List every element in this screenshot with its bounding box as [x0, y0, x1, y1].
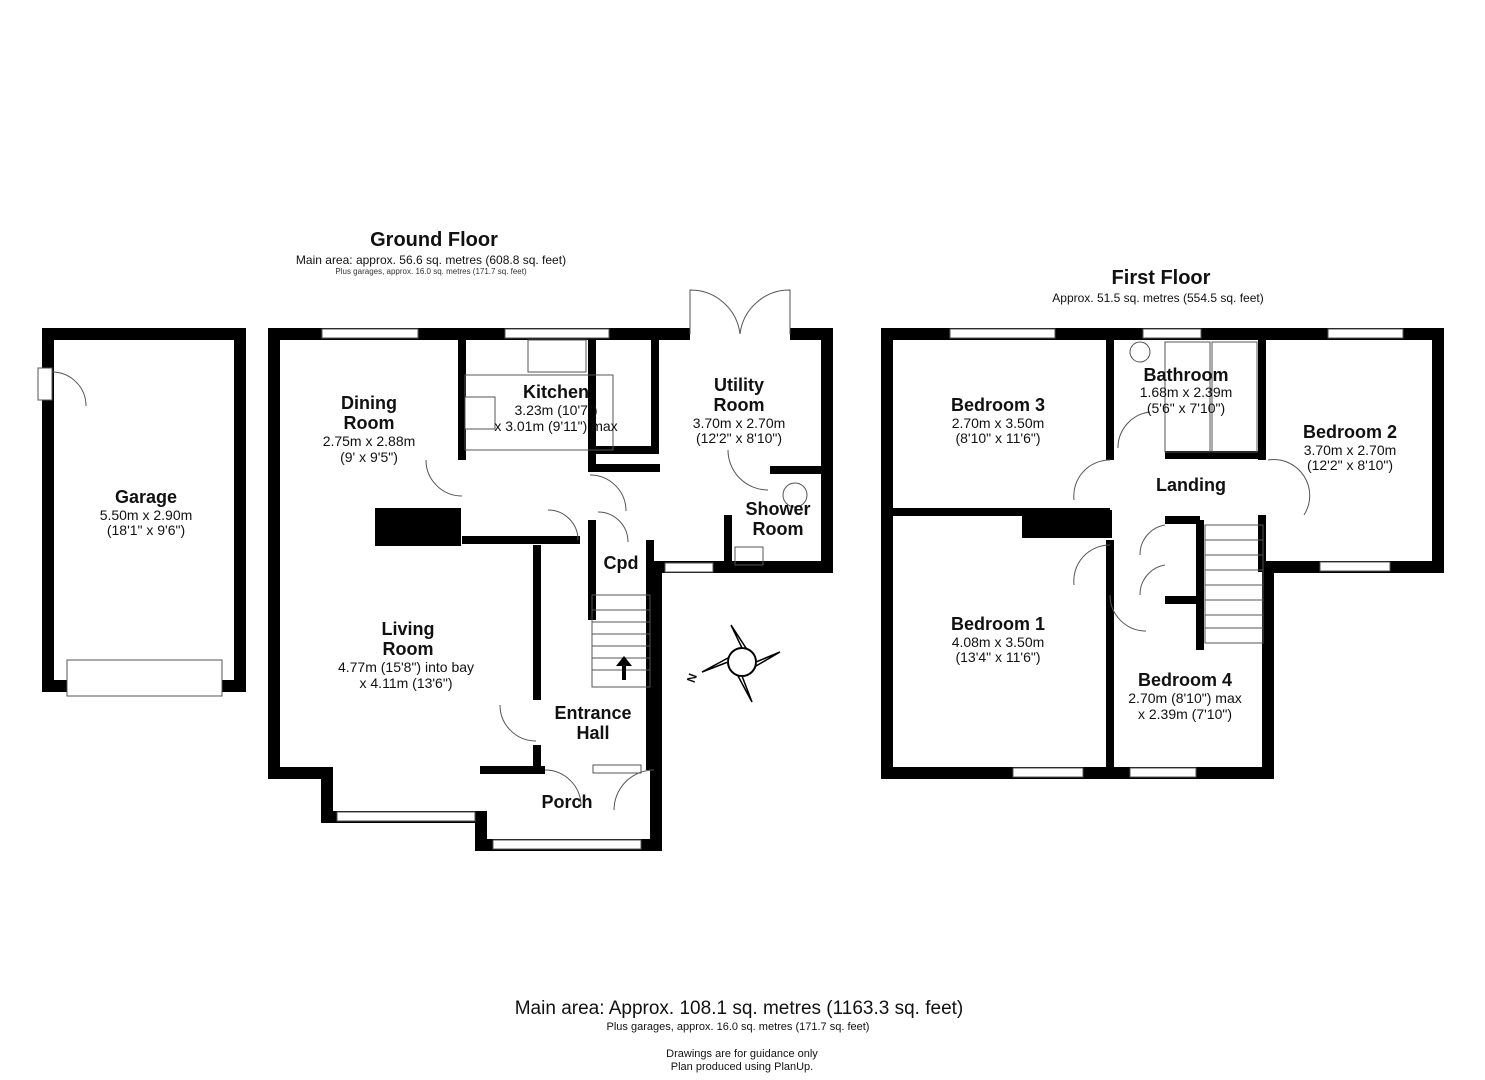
ground-floor-area: Main area: approx. 56.6 sq. metres (608.…: [296, 253, 566, 267]
room-label: Bedroom 4: [1138, 670, 1232, 690]
room-label: 4.77m (15'8") into bay: [338, 659, 474, 675]
ground-floor-plan: [268, 289, 833, 851]
room-bedroom-1: Bedroom 1 4.08m x 3.50m (13'4" x 11'6"): [951, 614, 1045, 665]
room-bedroom-3: Bedroom 3 2.70m x 3.50m (8'10" x 11'6"): [951, 395, 1045, 446]
room-garage: Garage 5.50m x 2.90m (18'1" x 9'6"): [100, 487, 193, 538]
room-label: 1.68m x 2.39m: [1140, 384, 1233, 400]
room-dim: (18'1" x 9'6"): [107, 522, 185, 538]
room-label: 3.70m x 2.70m: [693, 415, 786, 431]
room-bathroom: Bathroom 1.68m x 2.39m (5'6" x 7'10"): [1140, 365, 1233, 416]
room-label: Room: [344, 413, 395, 433]
room-label: Room: [383, 639, 434, 659]
ground-floor-garages: Plus garages, approx. 16.0 sq. metres (1…: [335, 267, 527, 276]
first-floor-area: Approx. 51.5 sq. metres (554.5 sq. feet): [1052, 291, 1263, 305]
room-label: (9' x 9'5"): [340, 449, 398, 465]
room-label: (12'2" x 8'10"): [1307, 457, 1393, 473]
room-label: x 4.11m (13'6"): [360, 675, 453, 691]
room-label: 3.23m (10'7"): [514, 402, 597, 418]
room-landing: Landing: [1156, 475, 1226, 495]
room-label: Entrance: [554, 703, 631, 723]
total-garages: Plus garages, approx. 16.0 sq. metres (1…: [607, 1021, 870, 1033]
room-label: Utility: [714, 375, 764, 395]
room-label: Dining: [341, 393, 397, 413]
producer-note: Plan produced using PlanUp.: [671, 1061, 813, 1073]
compass-icon: N: [684, 624, 781, 703]
room-label: Landing: [1156, 475, 1226, 495]
first-floor-plan: [881, 328, 1444, 779]
room-shower: Shower Room: [745, 499, 810, 539]
room-label: Porch: [541, 792, 592, 812]
room-label: 2.75m x 2.88m: [323, 433, 416, 449]
room-label: Room: [714, 395, 765, 415]
room-label: Bathroom: [1144, 365, 1229, 385]
ground-floor-title: Ground Floor: [370, 229, 498, 251]
room-label: Living: [382, 619, 435, 639]
room-label: (8'10" x 11'6"): [955, 430, 1040, 446]
room-label: 2.70m (8'10") max: [1128, 690, 1241, 706]
total-area: Main area: Approx. 108.1 sq. metres (116…: [515, 998, 964, 1019]
garage-door: [66, 659, 223, 697]
room-label: (13'4" x 11'6"): [955, 649, 1040, 665]
room-living: Living Room 4.77m (15'8") into bay x 4.1…: [338, 619, 474, 691]
room-label: 3.70m x 2.70m: [1304, 442, 1397, 458]
room-label: Room: [753, 519, 804, 539]
room-dim: 5.50m x 2.90m: [100, 507, 193, 523]
room-label: Hall: [576, 723, 609, 743]
room-label: 4.08m x 3.50m: [952, 634, 1045, 650]
room-label: x 3.01m (9'11") max: [494, 418, 617, 434]
room-name: Garage: [115, 487, 177, 507]
room-label: (12'2" x 8'10"): [696, 430, 782, 446]
room-label: Kitchen: [523, 382, 589, 402]
disclaimer: Drawings are for guidance only: [666, 1048, 818, 1060]
room-label: Bedroom 1: [951, 614, 1045, 634]
room-label: Bedroom 2: [1303, 422, 1397, 442]
room-utility: Utility Room 3.70m x 2.70m (12'2" x 8'10…: [693, 375, 786, 446]
room-label: 2.70m x 3.50m: [952, 415, 1045, 431]
compass-north-label: N: [684, 672, 700, 685]
room-kitchen: Kitchen 3.23m (10'7") x 3.01m (9'11") ma…: [494, 382, 617, 434]
room-bedroom-4: Bedroom 4 2.70m (8'10") max x 2.39m (7'1…: [1128, 670, 1241, 722]
room-label: x 2.39m (7'10"): [1138, 706, 1232, 722]
room-label: Cpd: [604, 553, 639, 573]
garage-plan: [37, 328, 246, 697]
room-label: (5'6" x 7'10"): [1147, 400, 1225, 416]
room-label: Bedroom 3: [951, 395, 1045, 415]
room-label: Shower: [745, 499, 810, 519]
garage-side-door: [37, 367, 53, 401]
room-cpd: Cpd: [604, 553, 639, 573]
first-floor-title: First Floor: [1112, 267, 1211, 289]
room-dining: Dining Room 2.75m x 2.88m (9' x 9'5"): [323, 393, 416, 465]
room-bedroom-2: Bedroom 2 3.70m x 2.70m (12'2" x 8'10"): [1303, 422, 1397, 473]
room-porch: Porch: [541, 792, 592, 812]
room-hall: Entrance Hall: [554, 703, 631, 743]
